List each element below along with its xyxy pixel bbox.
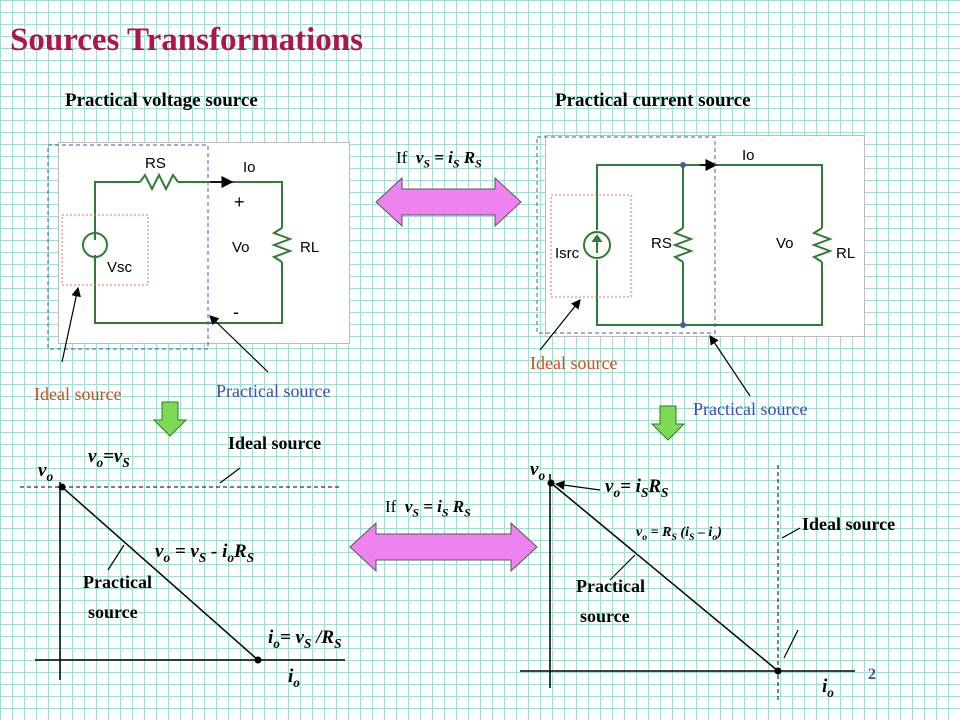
voltage-source-circuit: [82, 172, 293, 324]
io-label: Io: [243, 159, 256, 176]
condition-bottom: If vS = iS RS: [385, 497, 471, 520]
transform-arrow-top: [375, 176, 522, 228]
left-graph-practical-line2: source: [88, 602, 138, 622]
io-intercept-left: io= vS /RS: [268, 627, 342, 651]
current-source-circuit: [583, 164, 833, 326]
rl-label: RL: [300, 239, 319, 256]
io-axis-label-right: io: [822, 676, 834, 700]
left-heading: Practical voltage source: [65, 90, 258, 111]
condition-top: If vS = iS RS: [396, 148, 482, 171]
isrc-label: Isrc: [555, 245, 580, 262]
page-title: Sources Transformations: [10, 22, 363, 58]
current-circuit-panel: [545, 135, 865, 337]
plus-label: +: [234, 192, 245, 212]
vo-axis-label-right: vo: [530, 459, 546, 483]
minus-label: -: [233, 302, 239, 322]
right-practical-source-label: Practical source: [693, 399, 808, 419]
practical-source-box-right: [536, 136, 716, 334]
ideal-source-box-right: [550, 194, 632, 298]
rs-label-right: RS: [651, 235, 672, 252]
current-source-graph: [520, 465, 855, 700]
rs-label: RS: [145, 155, 166, 172]
right-ideal-source-label: Ideal source: [530, 353, 618, 373]
practical-line-equation-left: vo = vS - ioRS: [155, 541, 255, 565]
right-graph-practical-line2: source: [580, 606, 630, 626]
left-ideal-source-label: Ideal source: [34, 384, 122, 404]
down-arrow-right: [650, 405, 686, 441]
practical-line-equation-right: vo = RS (iS – io): [636, 525, 722, 543]
vo-axis-label-left: vo: [38, 460, 54, 484]
voltage-source-graph: [20, 467, 345, 680]
vo-label-right: Vo: [776, 235, 794, 252]
rl-label-right: RL: [836, 245, 855, 262]
vsc-label: Vsc: [107, 259, 133, 276]
vo-label: Vo: [232, 239, 250, 256]
right-graph-practical-line1: Practical: [576, 576, 645, 596]
ideal-source-box: [61, 214, 149, 286]
right-heading: Practical current source: [555, 90, 751, 111]
io-axis-label-left: io: [288, 666, 300, 690]
left-graph-ideal-label: Ideal source: [228, 433, 322, 453]
vo-equals-is-rs: vo= iSRS: [605, 476, 669, 500]
vo-equals-vs: vo=vS: [88, 446, 130, 470]
right-graph-ideal-label: Ideal source: [802, 514, 896, 534]
transform-arrow-bottom: [349, 521, 538, 573]
io-label-right: Io: [742, 147, 755, 164]
page-number: 2: [868, 666, 876, 683]
left-graph-practical-line1: Practical: [83, 572, 152, 592]
down-arrow-left: [152, 401, 188, 437]
practical-source-box: [47, 144, 209, 350]
left-practical-source-label: Practical source: [216, 381, 331, 401]
